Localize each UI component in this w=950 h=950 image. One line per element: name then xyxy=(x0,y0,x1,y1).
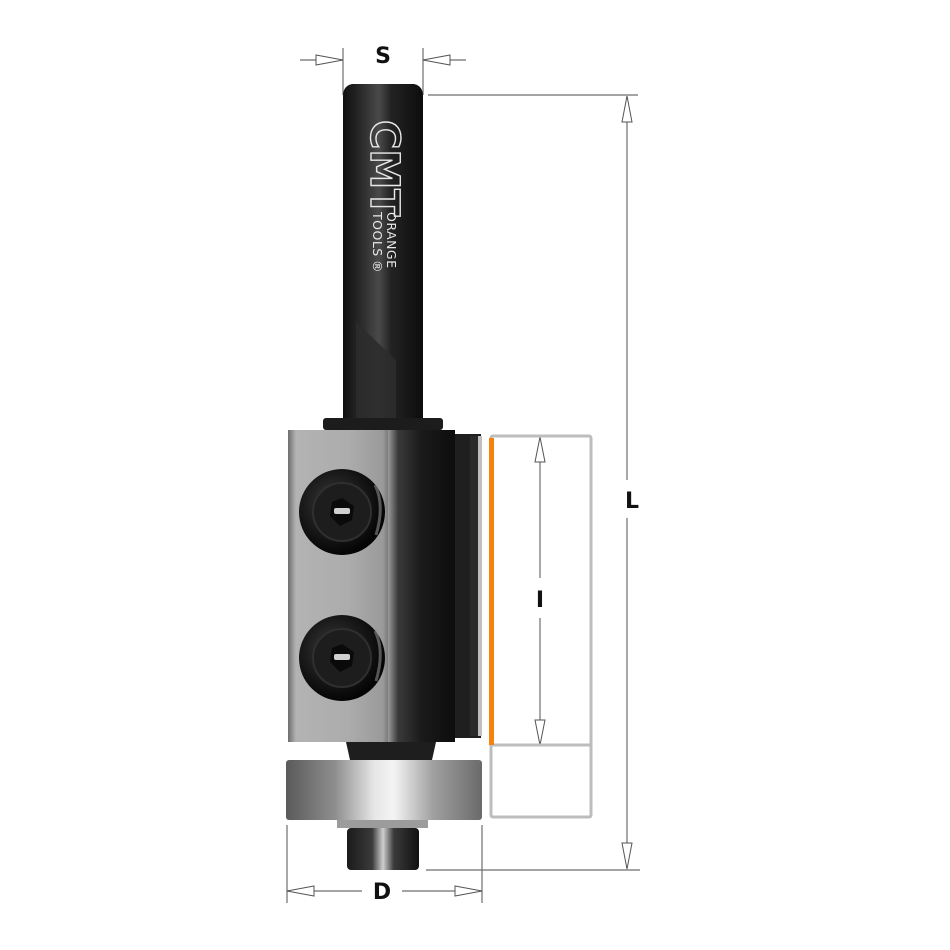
screw-top xyxy=(299,469,385,555)
bearing-washer xyxy=(337,820,428,828)
bearing xyxy=(286,760,482,820)
i-arrow-bottom-icon xyxy=(534,719,546,746)
brand-logo-text: CMT xyxy=(361,120,407,217)
dimension-label-i: I xyxy=(536,588,544,613)
bearing-neck xyxy=(346,742,436,760)
l-arrow-top-icon xyxy=(621,95,633,123)
dimension-label-l: L xyxy=(625,489,639,514)
rear-knife-highlight xyxy=(478,436,482,736)
dimension-label-s: S xyxy=(375,44,391,69)
screw-bottom xyxy=(299,615,385,701)
dimension-arrows xyxy=(286,54,633,897)
brand-line-orange: ORANGE xyxy=(384,212,399,269)
i-arrow-top-icon xyxy=(534,436,546,463)
profile-outline xyxy=(489,434,593,819)
cutting-edge-accent xyxy=(489,438,494,745)
s-arrow-right-icon xyxy=(422,54,451,66)
rear-knife-edge xyxy=(470,436,478,736)
dimension-label-d: D xyxy=(373,880,391,905)
d-arrow-right-icon xyxy=(454,885,483,897)
d-arrow-left-icon xyxy=(286,885,315,897)
brand-registered-mark: ® xyxy=(370,260,385,273)
shank-flat xyxy=(356,322,396,420)
cut-profile xyxy=(489,434,593,819)
bearing-screw xyxy=(347,828,419,870)
shank-collar xyxy=(323,418,443,430)
router-bit xyxy=(286,84,482,870)
brand-logo: CMT ORANGE TOOLS ® xyxy=(360,119,407,273)
cutter-body xyxy=(388,430,455,742)
s-arrow-left-icon xyxy=(315,54,344,66)
brand-line-tools: TOOLS xyxy=(370,211,385,257)
l-arrow-bottom-icon xyxy=(621,842,633,870)
